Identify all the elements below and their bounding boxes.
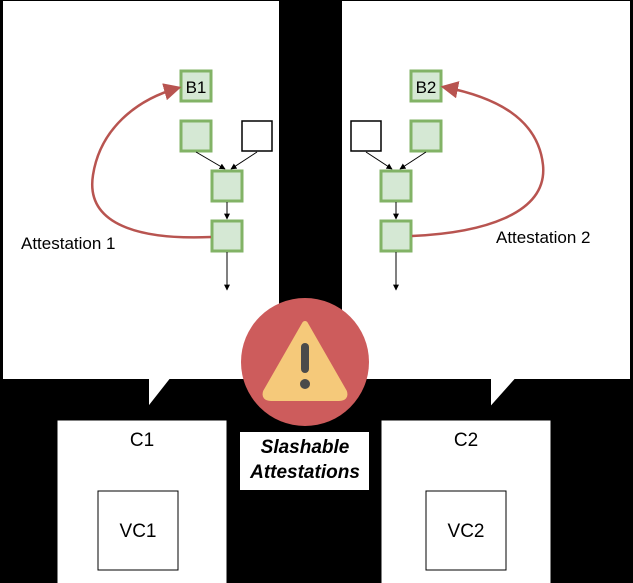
validator-label: VC1 (120, 521, 157, 542)
warning-exclamation-dot (300, 379, 310, 389)
left-speech-bubble (1, 0, 281, 411)
right-chain: B2 Attestation 2 (350, 69, 591, 291)
chain-link (195, 151, 226, 170)
attestation-arrow-1 (90, 83, 212, 239)
attestation-label-1: Attestation 1 (21, 234, 116, 253)
attestation-arrow-2 (411, 81, 545, 238)
warning-icon (241, 298, 369, 426)
block (179, 119, 213, 153)
block (379, 169, 413, 203)
empty-block (241, 120, 273, 152)
block-b1-label: B1 (186, 78, 207, 97)
block (379, 219, 413, 253)
validator-box (425, 490, 507, 571)
block-b2-label: B2 (416, 78, 437, 97)
validator-label: VC2 (448, 521, 485, 542)
block (210, 169, 244, 203)
right-speech-bubble (340, 0, 632, 411)
client-c2: C2 VC2 (380, 419, 552, 583)
validator-box (97, 490, 179, 571)
empty-block (350, 120, 382, 152)
block (210, 219, 244, 253)
warning-caption-line1: Slashable (261, 437, 350, 458)
warning-caption-bg (240, 432, 369, 490)
client-label: C2 (454, 430, 478, 451)
client-c1: C1 VC1 (56, 419, 228, 583)
block (409, 119, 443, 153)
attestation-label-2: Attestation 2 (496, 228, 591, 247)
chain-link (230, 151, 258, 170)
warning-caption-line2: Attestations (249, 462, 360, 483)
client-label: C1 (130, 430, 154, 451)
chain-link (365, 151, 393, 170)
warning-exclamation-bar (301, 343, 309, 373)
left-chain: B1 Attestation 1 (21, 69, 273, 291)
chain-link (399, 151, 427, 170)
